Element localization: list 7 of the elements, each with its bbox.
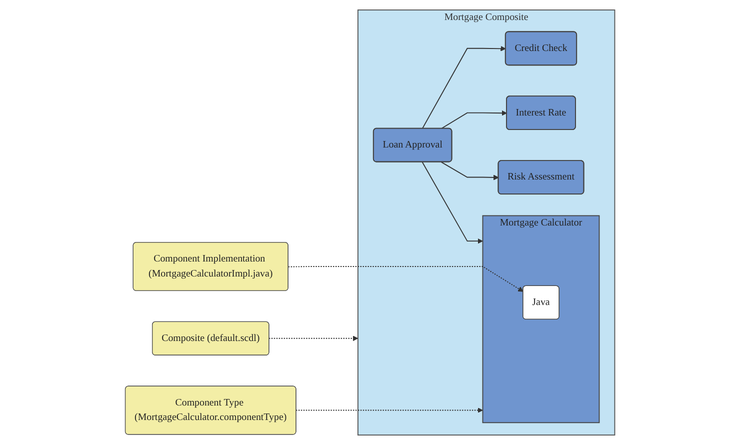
arrow bbox=[440, 162, 499, 180]
arrow bbox=[288, 266, 524, 292]
arrow bbox=[440, 110, 508, 130]
arrow bbox=[296, 408, 483, 413]
arrow bbox=[422, 46, 506, 130]
arrow bbox=[268, 336, 358, 342]
arrow bbox=[422, 161, 483, 244]
